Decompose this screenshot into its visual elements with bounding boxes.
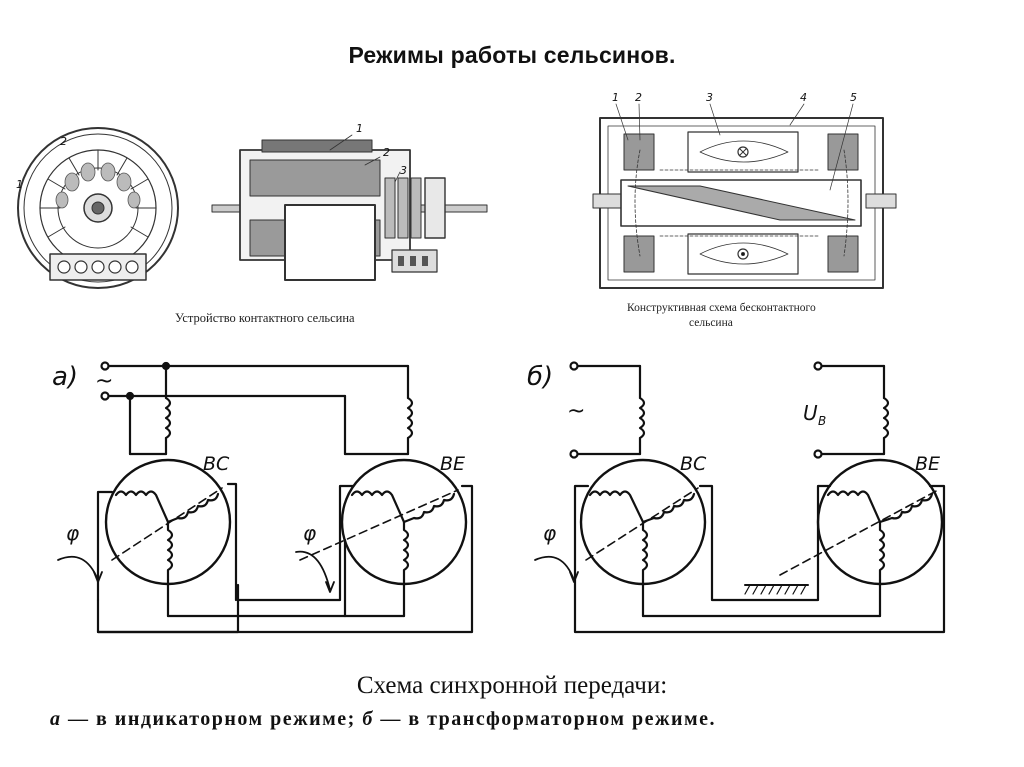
- contactless-caption-line2: сельсина: [689, 317, 733, 329]
- scheme-b-supply: ~: [567, 399, 585, 424]
- scheme-b-receiver-label: ВЕ: [915, 453, 940, 475]
- callout-2-front: 2: [60, 135, 67, 148]
- contactless-caption-line1: Конструктивная схема бесконтактного: [627, 302, 816, 314]
- caption-a-text: — в индикаторном режиме;: [61, 708, 363, 730]
- scheme-a-label: а): [52, 362, 78, 392]
- callout-3-right: 3: [706, 91, 713, 104]
- caption-legend: а — в индикаторном режиме; б — в трансфо…: [50, 708, 716, 731]
- contact-selsyn-section-view: [211, 134, 488, 281]
- scheme-a-sender-label: ВС: [203, 453, 230, 475]
- callout-5-right: 5: [850, 91, 857, 104]
- scheme-b-wiring: [534, 361, 946, 634]
- scheme-a-angle-receiver: φ: [303, 521, 316, 545]
- scheme-a-supply: ~: [95, 369, 113, 394]
- right-callout-leaders: [615, 103, 854, 191]
- scheme-b-sender-label: ВС: [680, 453, 707, 475]
- callout-1-right: 1: [612, 91, 619, 104]
- scheme-b-angle: φ: [543, 521, 556, 545]
- callout-3-section: 3: [400, 164, 407, 177]
- contactless-selsyn-diagram: [592, 117, 897, 289]
- scheme-a-wiring: [57, 361, 474, 634]
- contact-selsyn-front-view: [17, 127, 179, 289]
- caption-a-mark: а: [50, 708, 62, 730]
- callout-2-right: 2: [635, 91, 642, 104]
- contact-selsyn-caption: Устройство контактного сельсина: [175, 311, 355, 325]
- callout-4-right: 4: [800, 91, 807, 104]
- scheme-b-label: б): [527, 362, 553, 392]
- caption-b-mark: б: [362, 708, 374, 730]
- scheme-a-angle: φ: [66, 521, 79, 545]
- callout-1-section: 1: [356, 122, 363, 135]
- caption-b-text: — в трансформаторном режиме.: [373, 708, 717, 730]
- callout-1-front: 1: [16, 178, 23, 191]
- scheme-b-voltage-label: U: [803, 401, 818, 425]
- caption-title: Схема синхронной передачи:: [356, 672, 668, 699]
- callout-2-section: 2: [383, 146, 390, 159]
- scheme-a-receiver-label: ВЕ: [440, 453, 465, 475]
- scheme-b-voltage-sub: В: [818, 414, 826, 428]
- page-title: Режимы работы сельсинов.: [348, 42, 676, 68]
